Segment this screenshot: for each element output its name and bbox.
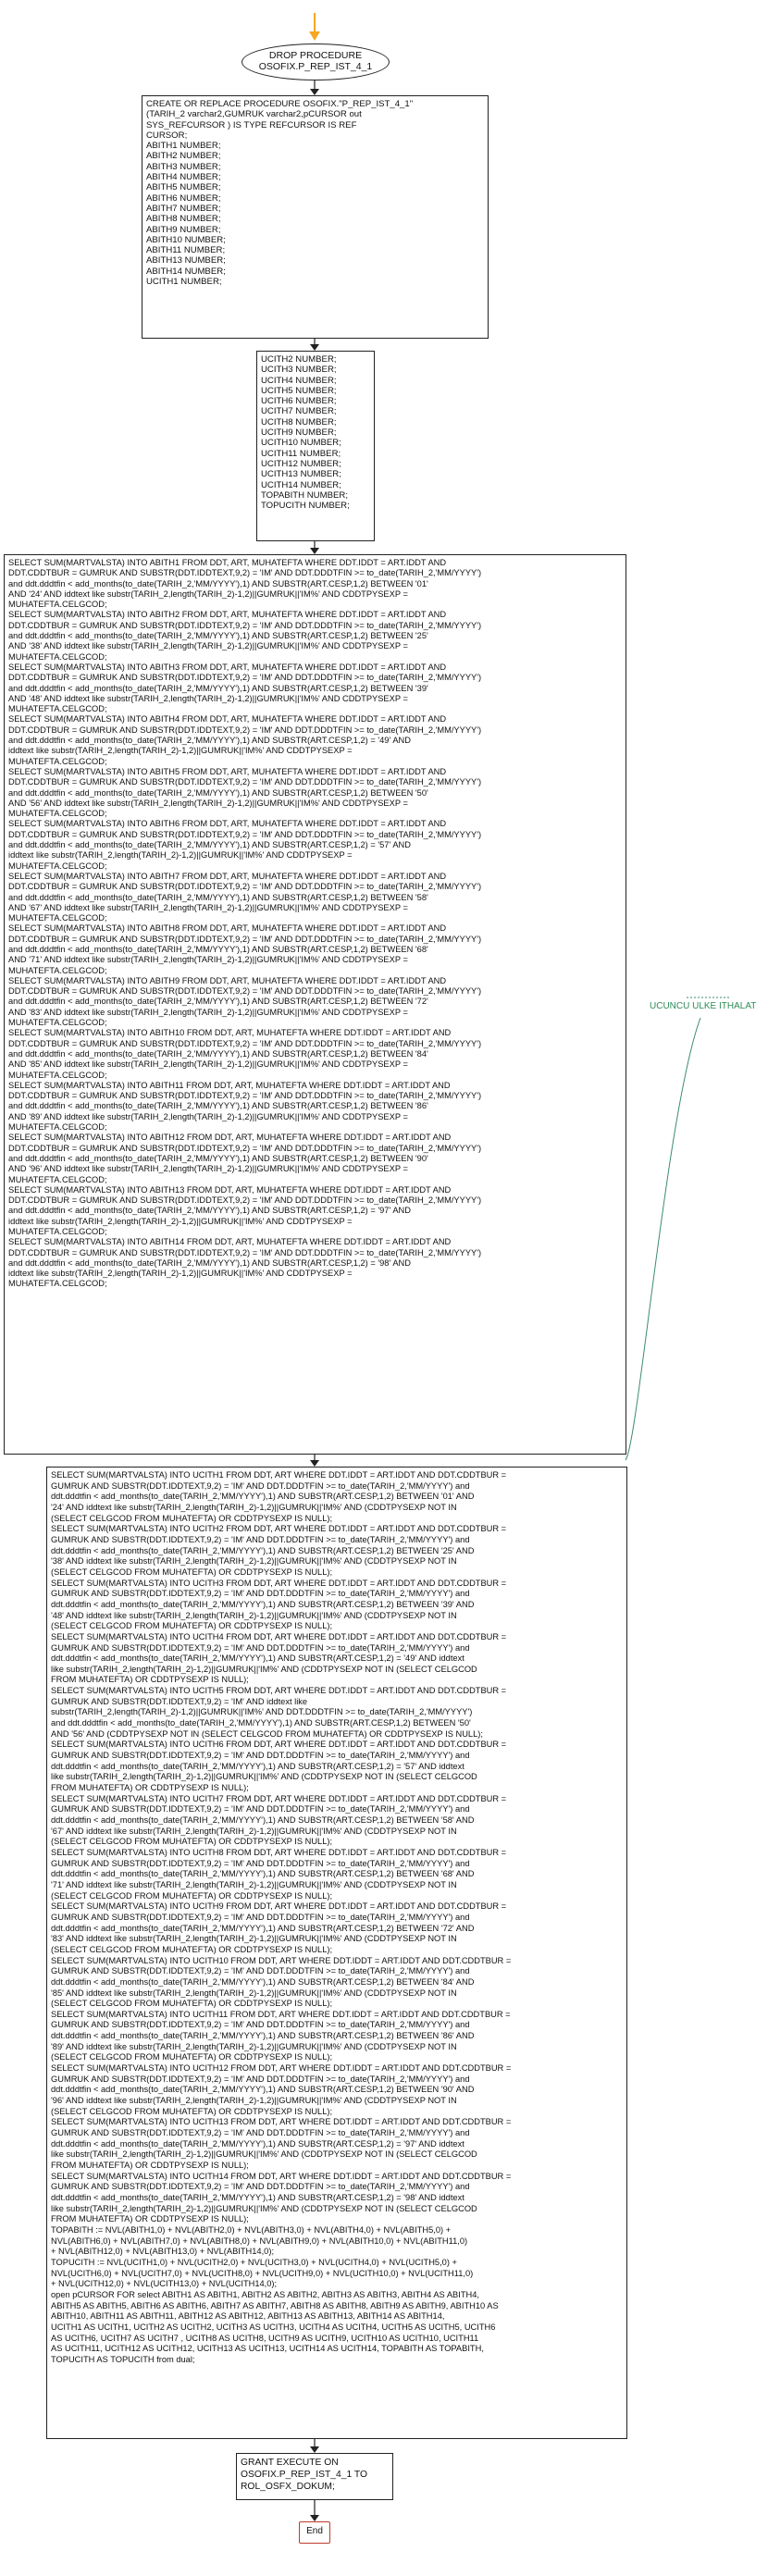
- side-link-line: [625, 1017, 701, 1461]
- start-node-line1: DROP PROCEDURE: [268, 50, 363, 61]
- abith-select-block: SELECT SUM(MARTVALSTA) INTO ABITH1 FROM …: [4, 554, 626, 1455]
- entry-arrow-head: [309, 31, 320, 41]
- ucith-select-block: SELECT SUM(MARTVALSTA) INTO UCITH1 FROM …: [46, 1467, 627, 2439]
- ucith-select-text: SELECT SUM(MARTVALSTA) INTO UCITH1 FROM …: [51, 1470, 512, 2364]
- grant-execute-block: GRANT EXECUTE ON OSOFIX.P_REP_IST_4_1 TO…: [236, 2453, 393, 2500]
- create-procedure-block: CREATE OR REPLACE PROCEDURE OSOFIX."P_RE…: [142, 95, 489, 339]
- start-node-line2: OSOFIX.P_REP_IST_4_1: [258, 61, 373, 72]
- grant-execute-text: GRANT EXECUTE ON OSOFIX.P_REP_IST_4_1 TO…: [241, 2458, 367, 2492]
- abith-select-text: SELECT SUM(MARTVALSTA) INTO ABITH1 FROM …: [8, 558, 482, 1289]
- create-procedure-text: CREATE OR REPLACE PROCEDURE OSOFIX."P_RE…: [146, 99, 414, 288]
- side-note-label: UCUNCU ULKE ITHALAT: [650, 1001, 757, 1011]
- declare-variables-block: UCITH2 NUMBER; UCITH3 NUMBER; UCITH4 NUM…: [256, 351, 375, 541]
- start-node-drop-procedure: DROP PROCEDURE OSOFIX.P_REP_IST_4_1: [242, 43, 390, 80]
- end-node: End: [299, 2521, 330, 2544]
- declare-variables-text: UCITH2 NUMBER; UCITH3 NUMBER; UCITH4 NUM…: [261, 354, 350, 512]
- end-node-label: End: [306, 2526, 323, 2536]
